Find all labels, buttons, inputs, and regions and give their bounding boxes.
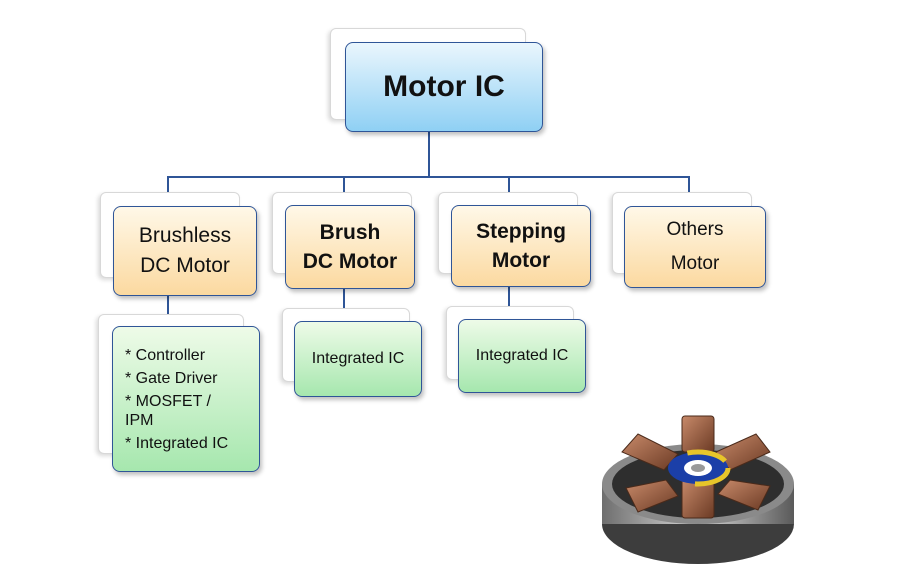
connector-brush [343, 176, 345, 206]
category-others: Others Motor [624, 206, 766, 288]
leaf-brushless-item: * MOSFET / IPM [125, 392, 211, 429]
category-brush-line2: DC Motor [302, 250, 398, 273]
leaf-brush-label: Integrated IC [311, 350, 405, 367]
leaf-stepping: Integrated IC [458, 319, 586, 393]
root-label: Motor IC [383, 70, 505, 103]
leaf-brushless-item: * Integrated IC [125, 434, 229, 452]
connector-brush-leaf [343, 288, 345, 322]
root-node: Motor IC [345, 42, 543, 132]
leaf-stepping-label: Integrated IC [475, 347, 569, 364]
category-stepping-line2: Motor [491, 249, 551, 272]
connector-horizontal [167, 176, 689, 178]
leaf-brushless-item: * Controller [125, 346, 206, 364]
connector-others [688, 176, 690, 207]
leaf-brushless: * Controller * Gate Driver * MOSFET / IP… [112, 326, 260, 472]
leaf-brushless-item: * Gate Driver [125, 369, 218, 387]
category-brushless-line2: DC Motor [140, 254, 230, 277]
category-brush: Brush DC Motor [285, 205, 415, 289]
brushless-motor-stator-icon [602, 415, 794, 564]
connector-stepping [508, 176, 510, 206]
category-brushless: Brushless DC Motor [113, 206, 257, 296]
category-others-line1: Others [666, 219, 724, 240]
connector-root-down [428, 131, 430, 177]
leaf-brush: Integrated IC [294, 321, 422, 397]
connector-brushless-leaf [167, 295, 169, 327]
category-others-line2: Motor [670, 253, 720, 274]
connector-stepping-leaf [508, 286, 510, 320]
category-brush-line1: Brush [319, 221, 381, 244]
category-brushless-line1: Brushless [138, 224, 232, 247]
category-stepping-line1: Stepping [476, 220, 566, 243]
connector-brushless [167, 176, 169, 207]
category-stepping: Stepping Motor [451, 205, 591, 287]
